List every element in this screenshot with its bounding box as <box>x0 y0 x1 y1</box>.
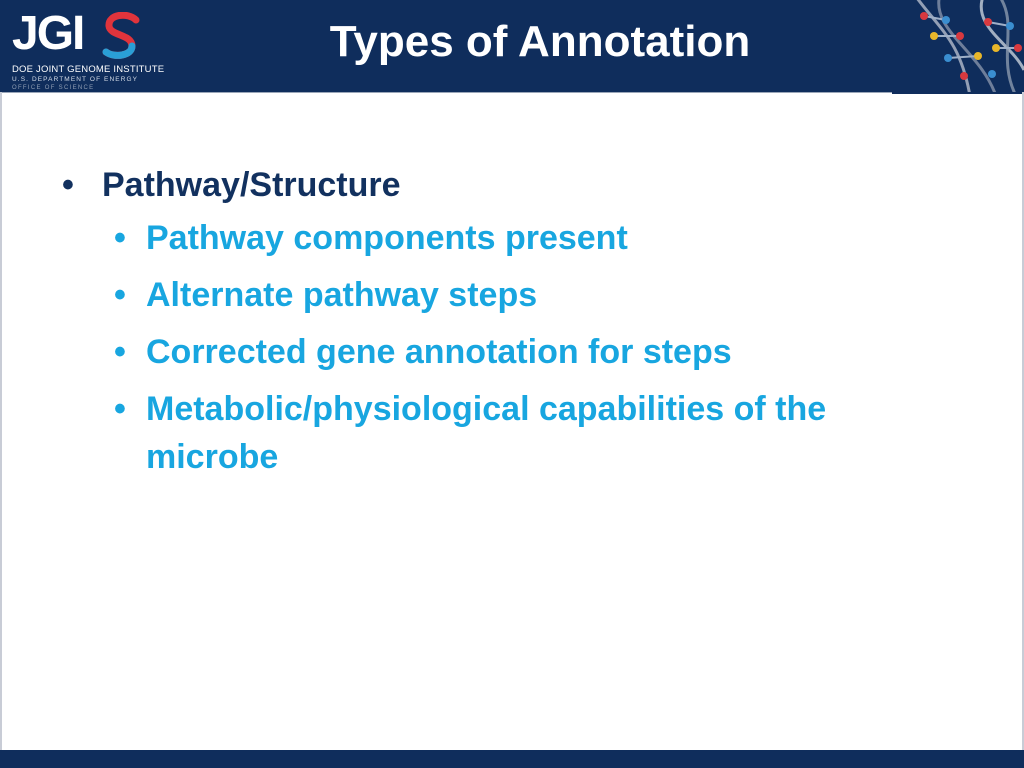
bullet-icon: • <box>62 166 74 204</box>
bullet-list: • Pathway/Structure • Pathway components… <box>60 160 960 490</box>
list-item-level2: • Corrected gene annotation for steps <box>114 328 960 376</box>
left-border <box>0 92 2 750</box>
list-item-text: Alternate pathway steps <box>146 276 538 314</box>
list-item-text: Metabolic/physiological capabilities of … <box>146 390 827 476</box>
list-item-text: Corrected gene annotation for steps <box>146 333 732 371</box>
bullet-icon: • <box>114 276 126 314</box>
list-item-level2: • Pathway components present <box>114 214 960 262</box>
right-border <box>1022 92 1024 750</box>
header-bar: JGI DOE JOINT GENOME INSTITUTE U.S. DEPA… <box>0 0 1024 93</box>
list-item-level1: • Pathway/Structure <box>60 160 960 210</box>
jgi-logo: JGI DOE JOINT GENOME INSTITUTE U.S. DEPA… <box>8 7 168 92</box>
logo-s-mark <box>102 12 140 59</box>
dna-helix-icon <box>916 0 1024 92</box>
logo-wordmark: JGI <box>12 7 85 60</box>
logo-department: U.S. DEPARTMENT OF ENERGY <box>12 76 139 83</box>
bullet-icon: • <box>114 333 126 371</box>
bullet-icon: • <box>114 219 126 257</box>
header-underline <box>892 92 1024 94</box>
list-item-text: Pathway components present <box>146 219 628 257</box>
list-item-level2: • Alternate pathway steps <box>114 271 960 319</box>
logo-institute-name: DOE JOINT GENOME INSTITUTE <box>12 64 165 75</box>
list-item-level2: • Metabolic/physiological capabilities o… <box>114 385 960 481</box>
footer-bar <box>0 750 1024 768</box>
sub-list: • Pathway components present • Alternate… <box>60 214 960 481</box>
logo-office: OFFICE OF SCIENCE <box>12 85 95 91</box>
list-item-text: Pathway/Structure <box>102 166 401 204</box>
bullet-icon: • <box>114 390 126 428</box>
slide-title: Types of Annotation <box>329 17 751 66</box>
